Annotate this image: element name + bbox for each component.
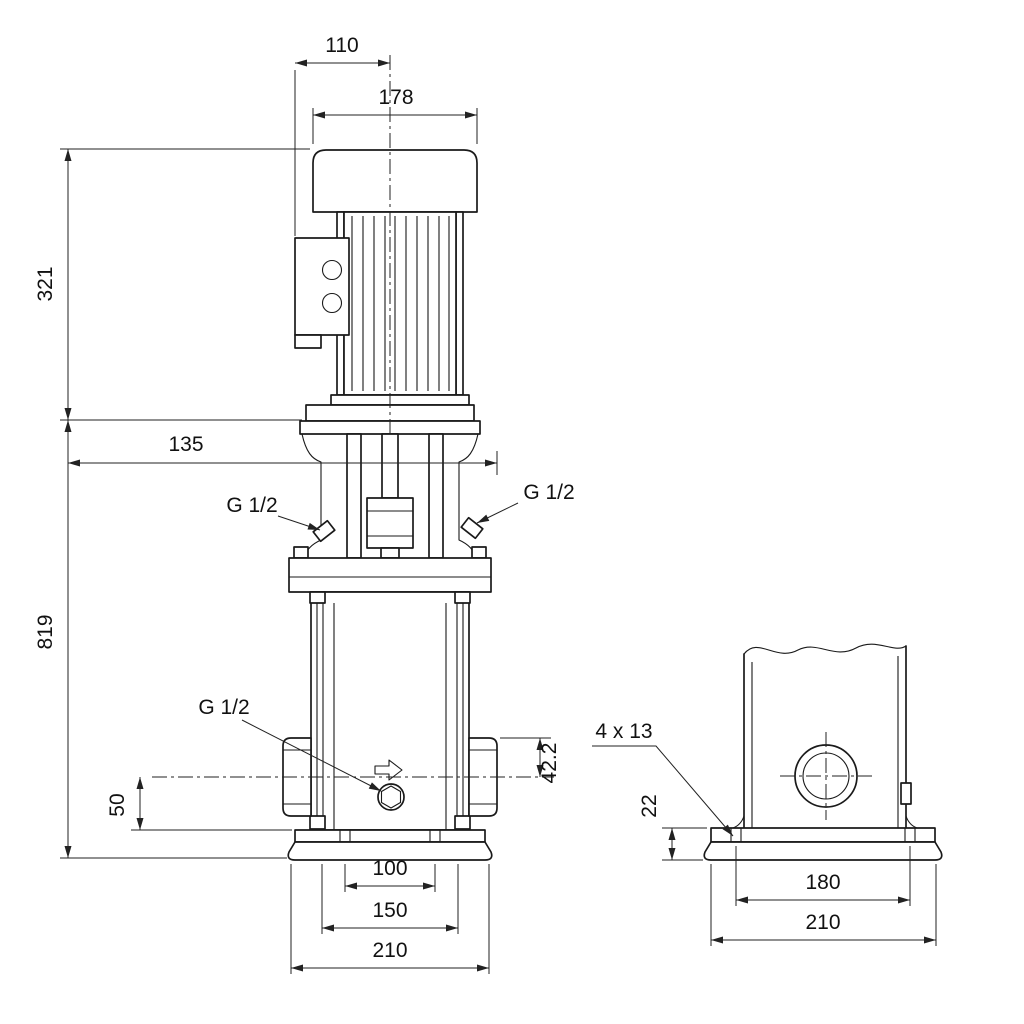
dim-22: 22 — [638, 794, 707, 861]
side-view — [703, 643, 943, 861]
foot-flare-left — [732, 815, 745, 829]
dim-label-22: 22 — [638, 794, 661, 817]
dim-180: 180 — [735, 846, 911, 906]
callout-4x13: 4 x 13 — [592, 720, 734, 837]
dim-178: 178 — [312, 86, 478, 144]
callout-g12-left: G 1/2 — [226, 494, 321, 531]
dim-110: 110 — [294, 34, 390, 236]
terminal-box-step — [294, 334, 322, 349]
staybolt-nut-bottom-left — [309, 815, 326, 830]
drain-plug-hex — [380, 785, 402, 809]
vent-plug-left — [312, 519, 336, 543]
base-skirt — [287, 841, 493, 861]
dim-label-50: 50 — [106, 793, 129, 816]
dim-label-110: 110 — [325, 34, 358, 57]
dim-135: 135 — [68, 433, 498, 475]
front-dimensions: 110 178 321 819 135 G 1 — [34, 34, 575, 974]
dim-label-210-front: 210 — [372, 939, 407, 962]
dim-150: 150 — [321, 864, 459, 934]
stool-column-right — [428, 433, 444, 559]
pump-head — [288, 546, 492, 593]
motor — [294, 149, 478, 422]
staybolt-nut-bottom-right — [454, 815, 471, 830]
coupling-lower-shaft — [380, 547, 400, 559]
base-slot-left — [339, 829, 351, 843]
label-bolt-holes: 4 x 13 — [595, 720, 652, 743]
motor-stool — [299, 420, 484, 559]
callout-g12-drain: G 1/2 — [198, 696, 382, 792]
dim-210-front: 210 — [290, 864, 490, 974]
flow-direction-arrow — [374, 759, 403, 781]
nameplate-clip — [900, 782, 912, 805]
dim-label-150: 150 — [372, 899, 407, 922]
callout-g12-right: G 1/2 — [476, 481, 575, 524]
dim-321: 321 — [34, 148, 310, 421]
side-base-slot-right — [904, 827, 916, 843]
staybolt-nut-top-right — [454, 591, 471, 604]
motor-neck — [330, 394, 470, 406]
cable-entry-top — [321, 259, 343, 281]
vent-plug-right — [460, 516, 484, 540]
front-view — [152, 55, 554, 861]
motor-body-right-strip — [455, 211, 464, 396]
pump-head-flange — [288, 557, 492, 593]
motor-fan-cover — [312, 149, 478, 213]
thread-label-drain: G 1/2 — [198, 696, 249, 719]
dim-label-100: 100 — [372, 857, 407, 880]
thread-label-right: G 1/2 — [523, 481, 574, 504]
side-dimensions: 4 x 13 22 180 210 — [592, 720, 937, 946]
dim-label-42-2: 42.2 — [538, 743, 561, 784]
pump-base — [287, 829, 493, 861]
dim-label-178: 178 — [378, 86, 413, 109]
coupling — [366, 497, 414, 549]
dim-210-side: 210 — [710, 864, 937, 946]
dim-label-180: 180 — [805, 871, 840, 894]
dim-50: 50 — [106, 777, 292, 831]
dim-819: 819 — [34, 420, 287, 859]
staybolt-nut-top-left — [309, 591, 326, 604]
drain-plug — [377, 783, 405, 811]
dim-label-210-side: 210 — [805, 911, 840, 934]
dim-label-819: 819 — [34, 614, 57, 649]
chamber-stack — [282, 591, 498, 831]
dim-label-135: 135 — [168, 433, 203, 456]
dim-42-2: 42.2 — [500, 737, 561, 784]
head-bolt-left — [293, 546, 309, 559]
cable-entry-bottom — [321, 292, 343, 314]
thread-label-left: G 1/2 — [226, 494, 277, 517]
foot-flare-right — [905, 815, 918, 829]
stool-side-right — [458, 433, 479, 559]
pump-shaft — [381, 433, 399, 499]
base-slot-right — [429, 829, 441, 843]
motor-cooling-fins — [351, 216, 450, 391]
break-line-wave — [743, 643, 907, 655]
dim-label-321: 321 — [34, 266, 57, 301]
head-bolt-right — [471, 546, 487, 559]
terminal-box — [294, 237, 350, 336]
side-base-plate — [710, 827, 936, 843]
dim-100: 100 — [344, 857, 436, 892]
base-plate — [294, 829, 486, 843]
side-base-skirt — [703, 841, 943, 861]
stool-column-left — [346, 433, 362, 559]
